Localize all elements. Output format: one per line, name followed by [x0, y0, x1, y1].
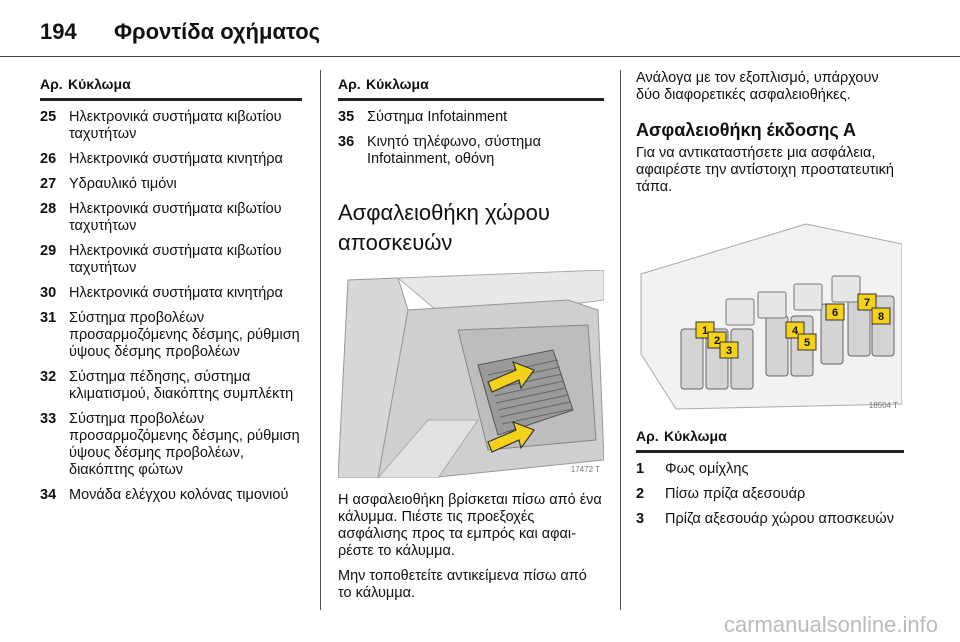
- fuse-label: 5: [804, 337, 810, 349]
- header-circuit: Κύκλωμα: [366, 76, 429, 92]
- fuse-label: 8: [878, 311, 884, 323]
- header-no: Αρ.: [636, 428, 659, 444]
- row-no: 25: [40, 109, 57, 125]
- row-text: Φως ομίχλης: [665, 461, 749, 477]
- figure-code: 18504 T: [868, 401, 898, 410]
- row-no: 35: [338, 109, 355, 125]
- paragraph: Η ασφαλειοθήκη βρίσκεται πίσω από ένα κά…: [338, 492, 602, 559]
- row-text: Πρίζα αξεσουάρ χώρου αποσκευών: [665, 511, 894, 527]
- table-row: 29 Ηλεκτρονικά συστήματα κιβωτίου ταχυτήτ…: [40, 243, 302, 277]
- row-no: 30: [40, 285, 57, 301]
- table-row: 28 Ηλεκτρονικά συστήματα κιβωτίου ταχυτήτ…: [40, 201, 302, 235]
- watermark: carmanualsonline.info: [723, 612, 938, 637]
- row-no: 29: [40, 243, 57, 259]
- row-text: Ηλεκτρονικά συστήματα κιβωτίου ταχυτήτων: [69, 243, 282, 276]
- table-row: 31 Σύστημα προβολέων προσαρμοζόμενης δέσμ…: [40, 310, 302, 361]
- trunk-illustration-svg: [337, 269, 605, 479]
- fuse-label: 3: [726, 345, 732, 357]
- row-text: Σύστημα προβολέων προσαρμοζόμενης δέσμης…: [69, 310, 300, 360]
- row-no: 28: [40, 201, 57, 217]
- row-text: Μονάδα ελέγχου κολόνας τιμονιού: [69, 487, 289, 503]
- trunk-fusebox-illustration: 17472 T: [337, 269, 605, 479]
- page-number: 194: [40, 19, 77, 44]
- table-row: 27 Υδραυλικό τιμόνι: [40, 176, 302, 193]
- table-row: 1 Φως ομίχλης: [636, 461, 904, 478]
- fuse-label: 4: [792, 325, 799, 337]
- table-row: 2 Πίσω πρίζα αξεσουάρ: [636, 486, 904, 503]
- paragraph: Μην τοποθετείτε αντικείμενα πίσω από το …: [338, 568, 587, 601]
- row-text: Υδραυλικό τιμόνι: [69, 176, 177, 192]
- row-no: 34: [40, 487, 57, 503]
- row-no: 27: [40, 176, 57, 192]
- table-row: 36 Κινητό τηλέφωνο, σύστημα Infotainment,…: [338, 134, 604, 168]
- table-row: 35 Σύστημα Infotainment: [338, 109, 604, 126]
- row-text: Ηλεκτρονικά συστήματα κιβωτίου ταχυτήτων: [69, 201, 282, 234]
- paragraph: Ανάλογα με τον εξοπλισμό, υπάρ­χουν δύο …: [636, 70, 879, 103]
- table-row: 33 Σύστημα προβολέων προσαρμοζόμενης δέσμ…: [40, 411, 302, 479]
- row-no: 2: [636, 486, 645, 502]
- row-text: Ηλεκτρονικά συστήματα κινητήρα: [69, 285, 283, 301]
- row-no: 1: [636, 461, 645, 477]
- row-no: 32: [40, 369, 57, 385]
- row-no: 31: [40, 310, 57, 326]
- fusebox-a-illustration: 1 2 3 4 5 6 7 8 18504 T: [636, 204, 903, 414]
- row-text: Πίσω πρίζα αξεσουάρ: [665, 486, 806, 502]
- header-no: Αρ.: [338, 76, 361, 92]
- header-circuit: Κύκλωμα: [664, 428, 727, 444]
- table-row: 34 Μονάδα ελέγχου κολόνας τιμονιού: [40, 487, 302, 504]
- table-row: 26 Ηλεκτρονικά συστήματα κινητήρα: [40, 151, 302, 168]
- table-header: Αρ. Κύκλωμα: [338, 76, 604, 101]
- section-title: Ασφαλειοθήκη χώρου αποσκευών: [338, 200, 550, 255]
- table-row: 32 Σύστημα πέδησης, σύστημα κλιματισμού, …: [40, 369, 302, 403]
- fuse-label: 2: [714, 335, 720, 347]
- page-header: 194 Φροντίδα οχήματος: [40, 10, 920, 54]
- fuse-label: 6: [832, 307, 838, 319]
- table-header: Αρ. Κύκλωμα: [40, 76, 302, 101]
- fuse-label: 7: [864, 297, 870, 309]
- header-rule: [0, 56, 960, 57]
- row-no: 36: [338, 134, 355, 150]
- fusebox-svg: 1 2 3 4 5 6 7 8: [636, 204, 903, 414]
- column-divider: [620, 70, 621, 610]
- row-text: Σύστημα Infotainment: [367, 109, 508, 125]
- row-text: Σύστημα προβολέων προσαρμοζόμενης δέσμης…: [69, 411, 300, 478]
- paragraph: Για να αντικαταστήσετε μια ασφάλεια, αφα…: [636, 145, 894, 195]
- header-no: Αρ.: [40, 76, 63, 92]
- row-text: Σύστημα πέδησης, σύστημα κλιματισμού, δι…: [69, 369, 294, 402]
- table-row: 25 Ηλεκτρονικά συστήματα κιβωτίου ταχυτήτ…: [40, 109, 302, 143]
- table-row: 3 Πρίζα αξεσουάρ χώρου αποσκευών: [636, 511, 904, 528]
- row-no: 26: [40, 151, 57, 167]
- column-2: Αρ. Κύκλωμα 35 Σύστημα Infotainment 36 Κιν…: [337, 76, 605, 610]
- row-text: Κινητό τηλέφωνο, σύστημα Infotainment, ο…: [367, 134, 541, 167]
- row-text: Ηλεκτρονικά συστήματα κινητήρα: [69, 151, 283, 167]
- row-text: Ηλεκτρονικά συστήματα κιβωτίου ταχυτήτων: [69, 109, 282, 142]
- table-row: 30 Ηλεκτρονικά συστήματα κινητήρα: [40, 285, 302, 302]
- page-title: Φροντίδα οχήματος: [114, 19, 321, 44]
- row-no: 3: [636, 511, 645, 527]
- column-divider: [320, 70, 321, 610]
- subsection-title: Ασφαλειοθήκη έκδοσης Α: [636, 120, 857, 140]
- header-circuit: Κύκλωμα: [68, 76, 131, 92]
- column-3: Ανάλογα με τον εξοπλισμό, υπάρ­χουν δύο …: [636, 70, 904, 528]
- figure-code: 17472 T: [570, 465, 600, 474]
- row-no: 33: [40, 411, 57, 427]
- table-header: Αρ. Κύκλωμα: [636, 428, 904, 453]
- fuse-label: 1: [702, 325, 708, 337]
